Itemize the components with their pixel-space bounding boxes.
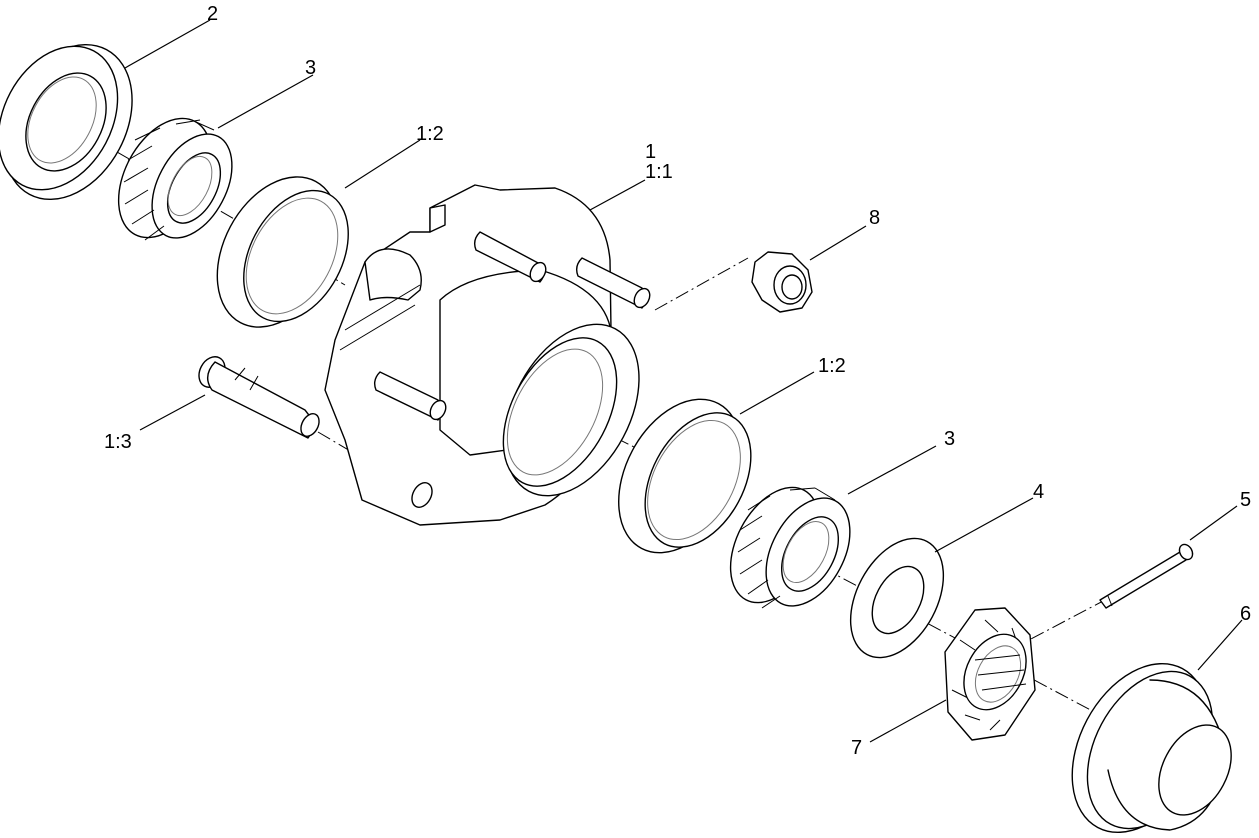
roller-bearing-top-part-3 [117,117,233,241]
callout-8: 8 [869,207,880,229]
bearing-race-top-part-1-2 [216,176,349,328]
callout-3-bottom: 3 [944,428,955,450]
wheel-stud-part-1-3 [198,356,320,439]
callout-1-1: 1:1 [645,161,673,183]
callout-2: 2 [207,3,218,25]
dust-cap-part-6 [1071,662,1232,834]
lug-nut-part-8 [751,251,813,313]
callout-3-top: 3 [305,57,316,79]
callout-4: 4 [1033,481,1044,503]
bearing-race-mid-part-1-2 [618,398,752,554]
roller-bearing-bottom-part-3 [729,486,851,609]
callout-5: 5 [1240,489,1251,511]
leader-lines [124,19,1243,743]
hub-part-1 [324,184,651,526]
callout-1-2-mid: 1:2 [818,355,846,377]
callout-7: 7 [851,737,862,759]
washer-part-4 [849,537,945,659]
bearing-cup-part-2 [0,43,133,201]
callout-6: 6 [1240,603,1251,625]
callout-labels: 2 3 1:2 1 1:1 8 1:2 1:3 3 4 5 6 7 [104,3,1251,759]
callout-1: 1 [645,141,656,163]
castle-nut-part-7 [944,607,1036,741]
callout-1-3: 1:3 [104,431,132,453]
cotter-pin-part-5 [1099,543,1194,609]
callout-1-2-top: 1:2 [416,123,444,145]
